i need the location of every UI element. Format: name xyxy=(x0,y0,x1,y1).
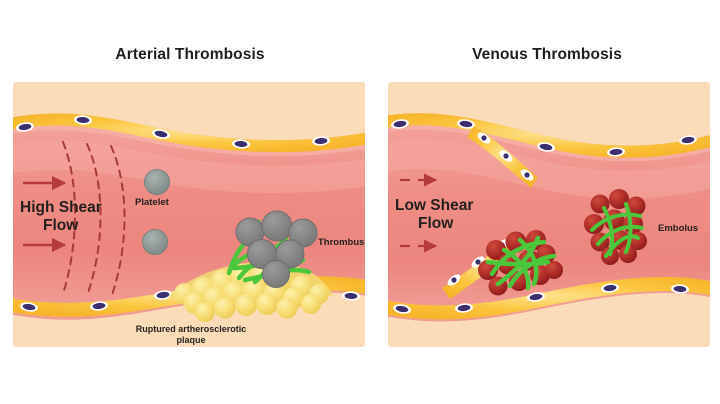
venous-clot-fibrin xyxy=(485,235,557,291)
flow-label-line1: High Shear xyxy=(20,199,102,216)
venous-clot-attached xyxy=(478,230,563,296)
thrombus-label: Thrombus xyxy=(318,237,364,248)
panel-arterial-thrombosis: High Shear Flow Platelet xyxy=(13,82,365,347)
thrombus-platelet-aggregate xyxy=(235,210,318,288)
flow-label-line1: Low Shear xyxy=(395,197,473,214)
panel-title-venous: Venous Thrombosis xyxy=(472,46,622,63)
endothelial-nuclei-top xyxy=(391,119,697,157)
venous-vessel-illustration: Low Shear Flow xyxy=(388,113,710,322)
endothelium-bottom xyxy=(388,276,710,320)
shear-streamlines xyxy=(62,141,126,299)
valve-leaflet-upper xyxy=(467,126,538,188)
endothelium-top xyxy=(13,113,365,153)
embolus-label: Embolus xyxy=(658,223,698,234)
platelet-label: Platelet xyxy=(135,197,170,208)
embolus xyxy=(584,189,647,265)
free-platelets xyxy=(142,169,170,255)
flow-label-line2: Flow xyxy=(43,217,79,234)
endothelium-top xyxy=(388,113,710,158)
flow-arrows-high-shear xyxy=(23,175,67,253)
plaque-caption-line1: Ruptured artherosclerotic xyxy=(136,324,247,334)
panel-title-arterial: Arterial Thrombosis xyxy=(115,46,265,63)
plaque-caption-line2: plaque xyxy=(176,335,205,345)
flow-label-line2: Flow xyxy=(418,215,454,232)
arterial-vessel-illustration: High Shear Flow Platelet xyxy=(13,113,365,345)
panel-venous-thrombosis: Low Shear Flow xyxy=(388,82,710,347)
flow-arrows-low-shear xyxy=(400,173,438,253)
valve-leaflet-upper-nuclei xyxy=(477,132,534,181)
endothelial-nuclei-top xyxy=(16,115,330,149)
embolus-fibrin xyxy=(590,202,644,258)
endothelial-nuclei-bottom xyxy=(393,283,689,314)
